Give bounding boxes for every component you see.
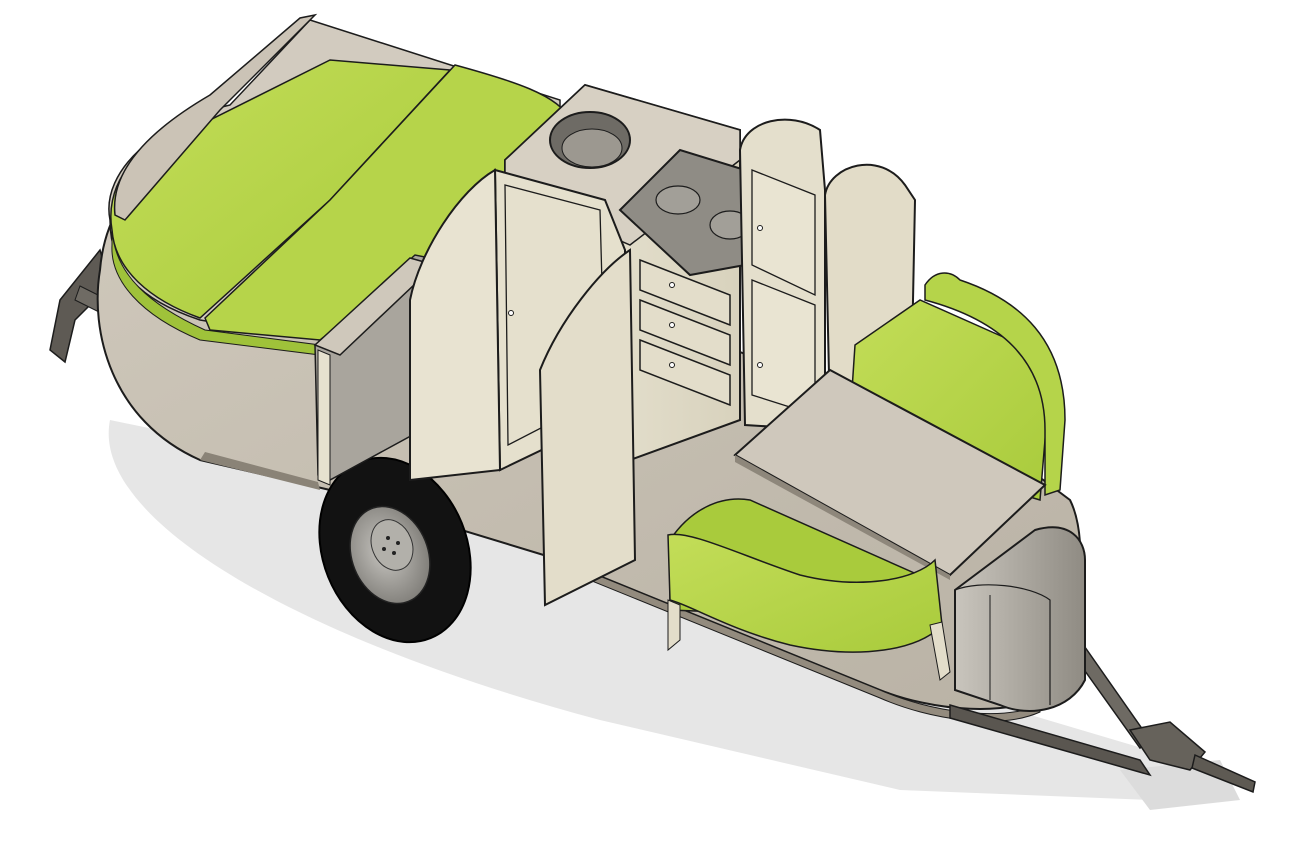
a-frame-tongue	[949, 638, 1256, 794]
tall-cabinet	[738, 118, 917, 432]
front-storage-box	[954, 526, 1086, 712]
side-box	[313, 254, 441, 486]
sink	[549, 111, 631, 169]
drawers	[639, 258, 731, 407]
front-seat	[667, 498, 951, 681]
bed-area	[108, 13, 571, 356]
rear-seat	[849, 272, 1066, 501]
wheel	[318, 456, 472, 644]
dinette	[667, 272, 1066, 681]
dinette-table	[733, 368, 1047, 580]
headboard	[113, 13, 318, 221]
partition-panels	[409, 168, 637, 607]
